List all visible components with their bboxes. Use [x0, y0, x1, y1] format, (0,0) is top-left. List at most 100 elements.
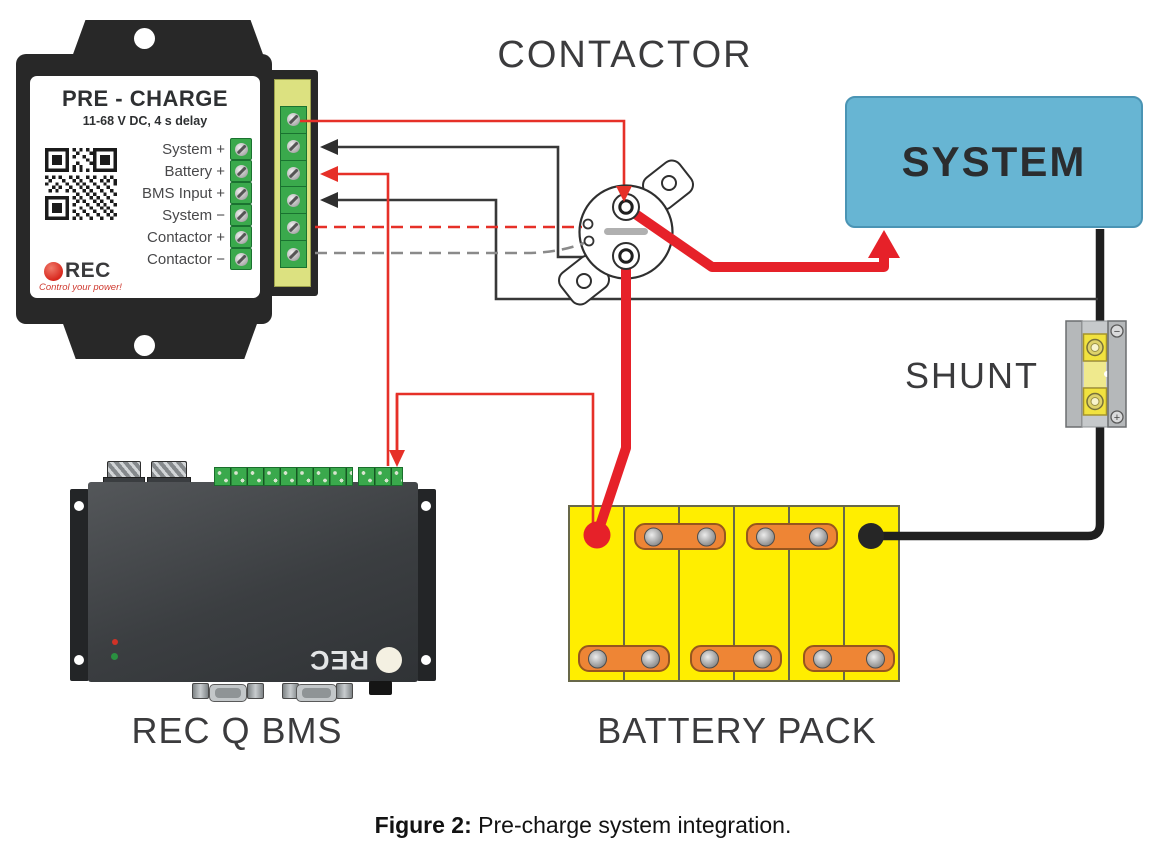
bms-db9-connector — [296, 684, 337, 702]
contactor-ear-hole — [661, 175, 677, 191]
power-wire-battery-to-contactor — [593, 250, 631, 534]
figure-caption: Figure 2: Pre-charge system integration. — [0, 812, 1166, 839]
bms-label: REC Q BMS — [131, 710, 343, 751]
terminal-label: Contactor − — [147, 250, 225, 268]
wire-battery-plus-sense — [338, 145, 616, 259]
bolt-icon — [700, 649, 719, 668]
connector-terminal-2 — [281, 134, 306, 161]
busbar — [578, 645, 670, 672]
terminal-row-system-minus: System − — [142, 204, 252, 226]
busbar — [690, 645, 782, 672]
shunt-plus-screw — [1110, 410, 1124, 424]
screw-icon — [287, 113, 300, 127]
bms-device — [88, 482, 418, 682]
terminal-screw-box — [230, 160, 252, 182]
bolt-icon — [641, 649, 660, 668]
bms-terminal-strip — [214, 467, 353, 486]
screw-icon — [287, 220, 300, 234]
caption-prefix: Figure 2: — [374, 812, 472, 838]
system-box-label: SYSTEM — [901, 138, 1087, 185]
screw-icon — [234, 164, 248, 178]
bms-mount-hole — [421, 655, 431, 665]
shunt-middle-column — [1081, 320, 1109, 428]
bms-green-led — [111, 653, 118, 660]
precharge-mount-hole-top — [134, 28, 155, 49]
shunt-bolt-pad-bottom — [1082, 387, 1108, 416]
shunt-right-plate — [1107, 320, 1127, 428]
contactor-coil-terminal-minus — [583, 235, 595, 247]
contactor-post-system — [612, 193, 640, 221]
screw-icon — [287, 167, 300, 181]
bolt-icon — [756, 527, 775, 546]
arrowhead-into-system-minus-terminal — [320, 192, 338, 208]
contactor-coil-terminal-plus — [582, 218, 594, 230]
precharge-mount-hole-bottom — [134, 335, 155, 356]
screw-icon — [234, 208, 248, 222]
bms-mount-flange-left — [70, 489, 89, 681]
bms-bottom-screw-post — [336, 683, 353, 699]
terminal-label: System + — [162, 140, 225, 158]
terminal-row-contactor-plus: Contactor + — [142, 226, 252, 248]
system-box: SYSTEM — [845, 96, 1143, 228]
screw-icon — [287, 193, 300, 207]
rec-tagline: Control your power! — [39, 282, 122, 293]
bolt-icon — [588, 649, 607, 668]
rec-brand: REC — [44, 259, 111, 283]
bms-bottom-screw-post — [192, 683, 209, 699]
shunt-label: SHUNT — [905, 355, 1039, 396]
terminal-screw-box — [230, 226, 252, 248]
bolt-icon — [813, 649, 832, 668]
rec-logo-dot-icon — [44, 261, 63, 281]
bms-power-jack — [369, 681, 392, 695]
terminal-label: Contactor + — [147, 228, 225, 246]
battery-pack-label: BATTERY PACK — [597, 710, 877, 751]
shunt-bolt-center — [1090, 343, 1100, 352]
screw-icon — [234, 142, 248, 156]
precharge-label: PRE - CHARGE 11-68 V DC, 4 s delay Syste… — [30, 76, 260, 298]
bms-red-led — [112, 639, 118, 645]
arrowhead-into-system — [868, 230, 900, 258]
shunt-bolt-center — [1090, 397, 1100, 406]
bms-mount-hole — [74, 655, 84, 665]
bms-db9-connector — [209, 684, 247, 702]
rec-logo-text: REC — [65, 259, 111, 282]
bms-rec-logo-upside-down: REC — [306, 645, 402, 676]
contactor-slot — [604, 228, 648, 235]
connector-terminal-6 — [281, 241, 306, 267]
connector-terminal-4 — [281, 187, 306, 215]
terminal-label: System − — [162, 206, 225, 224]
screw-icon — [234, 186, 248, 200]
bms-mount-flange-right — [417, 489, 436, 681]
shunt-resistor-strip — [1084, 362, 1106, 387]
precharge-subtitle: 11-68 V DC, 4 s delay — [82, 114, 208, 128]
bolt-icon — [753, 649, 772, 668]
battery-pack — [568, 505, 900, 682]
terminal-row-battery-plus: Battery + — [142, 160, 252, 182]
shunt-bolt-pad-top — [1082, 333, 1108, 362]
shunt-minus-screw — [1110, 324, 1124, 338]
terminal-screw-box — [230, 248, 252, 270]
wire-contactor-coil-minus — [315, 241, 585, 255]
precharge-mount-tab-bottom — [62, 321, 258, 359]
contactor-ear-hole — [576, 273, 592, 289]
screw-icon — [287, 140, 300, 154]
bolt-icon — [809, 527, 828, 546]
precharge-mount-tab-top — [72, 20, 264, 57]
contactor-post-battery-center — [618, 248, 634, 264]
contactor-post-system-center — [618, 199, 634, 215]
contactor-label: CONTACTOR — [497, 34, 753, 76]
qr-code — [45, 148, 117, 220]
contactor-ear-top — [642, 159, 694, 211]
terminal-screw-box — [230, 138, 252, 160]
caption-text: Pre-charge system integration. — [471, 812, 792, 838]
wire-bms-enable-to-precharge — [338, 172, 390, 466]
terminal-row-bms-input: BMS Input + — [142, 182, 252, 204]
connector-terminal-5 — [281, 214, 306, 242]
terminal-label: Battery + — [164, 162, 225, 180]
arrowhead-into-bms-input-terminal — [320, 166, 338, 182]
contactor-posts — [612, 193, 640, 270]
screw-icon — [234, 230, 248, 244]
connector-terminal-3 — [281, 161, 306, 188]
bolt-icon — [644, 527, 663, 546]
